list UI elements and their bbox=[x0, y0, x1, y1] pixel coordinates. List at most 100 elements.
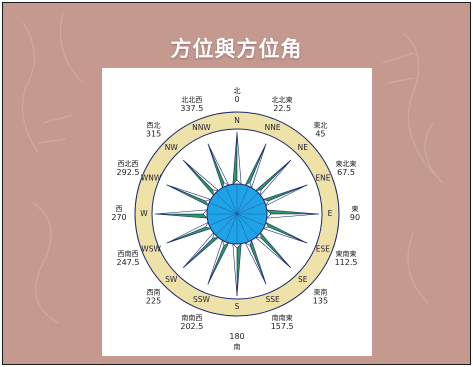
label-sw-chinese: 西南 bbox=[147, 287, 161, 296]
label-ne-chinese: 東北 bbox=[313, 121, 327, 130]
label-n: 北0 bbox=[234, 87, 241, 104]
abbr-se: SE bbox=[298, 275, 308, 284]
abbr-sse: SSE bbox=[265, 295, 280, 304]
abbr-ese: ESE bbox=[316, 245, 330, 254]
center-line-ssw bbox=[225, 213, 238, 242]
point-ne-right bbox=[260, 160, 291, 197]
label-n-azimuth: 0 bbox=[234, 95, 239, 104]
label-nnw-chinese: 北北西 bbox=[181, 96, 202, 104]
point-e-right bbox=[265, 213, 320, 219]
slide-title: 方位與方位角 bbox=[170, 37, 303, 61]
center-line-sw bbox=[215, 213, 238, 236]
label-w-azimuth: 270 bbox=[111, 213, 126, 222]
label-se-chinese: 東南 bbox=[313, 287, 327, 296]
label-sse-azimuth: 157.5 bbox=[271, 322, 294, 331]
point-sw-right bbox=[183, 231, 214, 268]
abbr-n: N bbox=[234, 116, 240, 125]
center-line-wsw bbox=[209, 213, 238, 226]
point-n-right bbox=[236, 131, 242, 186]
label-e-azimuth: 90 bbox=[350, 213, 360, 222]
abbr-s: S bbox=[235, 302, 240, 311]
point-sse-right bbox=[244, 242, 267, 285]
center-lines bbox=[207, 184, 267, 244]
center-line-ese bbox=[236, 213, 265, 226]
label-e: 東90 bbox=[350, 204, 360, 222]
abbr-ne: NE bbox=[298, 143, 309, 152]
label-ssw-azimuth: 202.5 bbox=[180, 322, 203, 331]
label-e-chinese: 東 bbox=[352, 204, 359, 213]
point-nne-right bbox=[249, 143, 267, 189]
label-ene-chinese: 東北東 bbox=[336, 159, 357, 168]
abbr-nnw: NNW bbox=[192, 123, 211, 132]
label-se-azimuth: 135 bbox=[313, 296, 328, 305]
label-n-chinese: 北 bbox=[234, 87, 241, 95]
point-wsw-right bbox=[166, 221, 209, 244]
label-w-chinese: 西 bbox=[116, 205, 123, 213]
abbr-ene: ENE bbox=[315, 173, 330, 182]
center-line-ne bbox=[236, 192, 259, 215]
label-s-azimuth: 180 bbox=[229, 332, 244, 341]
abbr-ssw: SSW bbox=[193, 295, 211, 304]
label-nw-azimuth: 315 bbox=[146, 130, 161, 139]
label-ene-azimuth: 67.5 bbox=[337, 168, 355, 177]
center-line-nw bbox=[215, 192, 238, 215]
point-ssw-right bbox=[207, 239, 225, 285]
point-s-right bbox=[232, 242, 238, 297]
point-ene-right bbox=[265, 184, 308, 207]
point-se-right bbox=[254, 237, 291, 268]
point-nw-right bbox=[183, 160, 220, 191]
center-line-sse bbox=[236, 213, 249, 242]
label-ese-chinese: 東南東 bbox=[336, 249, 357, 258]
abbr-wnw: WNW bbox=[141, 173, 162, 182]
label-nne-chinese: 北北東 bbox=[272, 95, 293, 104]
abbr-nne: NNE bbox=[265, 123, 281, 132]
label-s-chinese: 南 bbox=[234, 342, 241, 351]
point-w-right bbox=[154, 209, 209, 215]
label-sw-azimuth: 225 bbox=[146, 296, 161, 305]
abbr-wsw: WSW bbox=[141, 245, 161, 254]
center-line-se bbox=[236, 213, 259, 236]
label-sse-chinese: 南南東 bbox=[272, 313, 293, 322]
background-texture bbox=[21, 12, 444, 324]
point-ese-right bbox=[262, 226, 308, 244]
center-line-ene bbox=[236, 202, 265, 215]
label-ne-azimuth: 45 bbox=[315, 130, 325, 139]
center-line-nne bbox=[236, 186, 249, 215]
abbr-nw: NW bbox=[165, 143, 179, 152]
direction-abbreviations: N NNE NE ENE E ESE SE SSE S SSW SW WSW W WNW NW NNW bbox=[140, 116, 332, 311]
abbr-sw: SW bbox=[165, 275, 178, 284]
label-wsw-chinese: 西南西 bbox=[117, 249, 138, 258]
label-wnw-chinese: 西北西 bbox=[117, 160, 138, 168]
label-nw-chinese: 西北 bbox=[147, 122, 161, 130]
center-line-nnw bbox=[225, 186, 238, 215]
label-nnw-azimuth: 337.5 bbox=[180, 104, 203, 113]
point-nnw-right bbox=[207, 143, 230, 186]
center-line-wnw bbox=[209, 202, 238, 215]
abbr-w: W bbox=[140, 209, 148, 218]
label-nne-azimuth: 22.5 bbox=[273, 104, 291, 113]
label-ese-azimuth: 112.5 bbox=[335, 258, 358, 267]
point-wnw-right bbox=[166, 184, 212, 202]
compass-points bbox=[154, 131, 320, 297]
label-ssw-chinese: 南南西 bbox=[181, 313, 202, 322]
label-wsw-azimuth: 247.5 bbox=[117, 258, 140, 267]
abbr-e: E bbox=[328, 209, 333, 218]
